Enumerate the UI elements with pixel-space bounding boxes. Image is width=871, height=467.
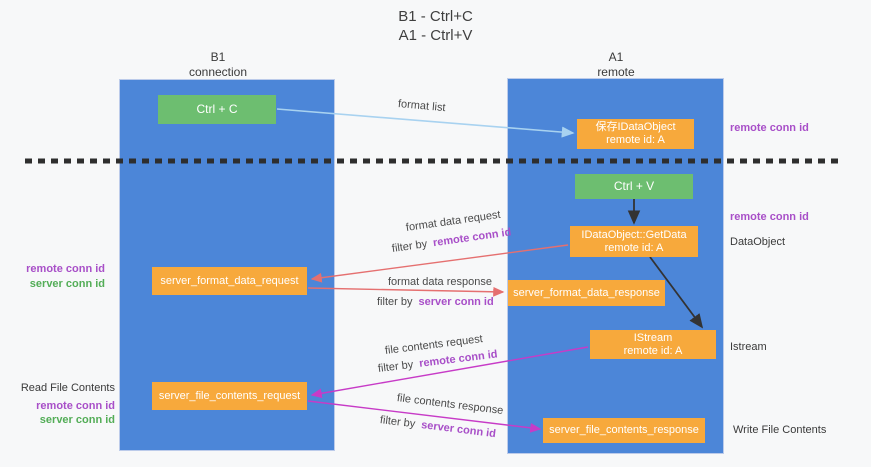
label-server-conn-id-left-1: server conn id — [29, 278, 105, 290]
ctrl-v-label: Ctrl + V — [613, 179, 655, 193]
lane-header-a1: A1 remote — [546, 50, 686, 80]
istream-line1: IStream — [633, 331, 673, 344]
lane-b1-name: B1 — [210, 50, 226, 64]
label-remote-conn-id-right-2: remote conn id — [730, 211, 809, 223]
filter-by-text: filter by — [377, 296, 416, 308]
label-remote-conn-id-left-2: remote conn id — [36, 400, 115, 412]
server-file-contents-request-label: server_file_contents_request — [158, 389, 301, 402]
node-save-idataobject: 保存IDataObject remote id: A — [577, 119, 694, 149]
arrow-format-list — [276, 108, 575, 138]
arrow-file-contents-request — [310, 346, 589, 399]
istream-line2: remote id: A — [623, 344, 683, 357]
node-server-format-data-request: server_format_data_request — [152, 267, 307, 295]
title-line-1: B1 - Ctrl+C — [398, 8, 473, 25]
lane-b1-subtitle: connection — [188, 65, 248, 79]
lane-a1-name: A1 — [608, 50, 624, 64]
server-format-data-response-label: server_format_data_response — [513, 286, 660, 299]
arrow-file-contents-response — [307, 400, 542, 433]
node-idataobject-getdata: IDataObject::GetData remote id: A — [570, 226, 698, 257]
lane-header-b1: B1 connection — [148, 50, 288, 80]
title-line-2: A1 - Ctrl+V — [398, 27, 473, 44]
label-remote-conn-id-right-1: remote conn id — [730, 122, 809, 134]
server-conn-id-text: server conn id — [418, 296, 494, 308]
label-server-conn-id-left-2: server conn id — [39, 414, 115, 426]
diagram-title: B1 - Ctrl+C A1 - Ctrl+V — [0, 7, 871, 45]
save-idataobject-line2: remote id: A — [606, 134, 665, 146]
node-ctrl-v: Ctrl + V — [575, 174, 693, 199]
getdata-line1: IDataObject::GetData — [581, 228, 687, 241]
label-dataobject: DataObject — [730, 236, 786, 248]
server-file-contents-response-label: server_file_contents_response — [549, 424, 699, 436]
node-server-file-contents-response: server_file_contents_response — [543, 418, 705, 443]
label-write-file-contents: Write File Contents — [733, 424, 827, 436]
label-remote-conn-id-left-1: remote conn id — [26, 263, 105, 275]
label-filter-server-1: filter by server conn id — [377, 296, 494, 308]
node-ctrl-c: Ctrl + C — [158, 95, 276, 124]
ctrl-c-label: Ctrl + C — [196, 102, 238, 116]
label-istream: Istream — [730, 341, 767, 353]
arrow-getdata-to-istream — [649, 256, 704, 329]
node-server-format-data-response: server_format_data_response — [508, 280, 665, 306]
arrow-format-data-request — [310, 244, 569, 283]
node-server-file-contents-request: server_file_contents_request — [152, 382, 307, 410]
save-idataobject-line1: 保存IDataObject — [595, 121, 676, 133]
arrow-format-data-response — [307, 286, 505, 297]
getdata-line2: remote id: A — [604, 241, 664, 254]
server-format-data-request-label: server_format_data_request — [160, 274, 299, 287]
lane-a1-subtitle: remote — [597, 65, 635, 79]
node-istream: IStream remote id: A — [590, 330, 716, 359]
label-read-file-contents: Read File Contents — [20, 382, 115, 394]
label-format-data-response: format data response — [388, 276, 492, 288]
